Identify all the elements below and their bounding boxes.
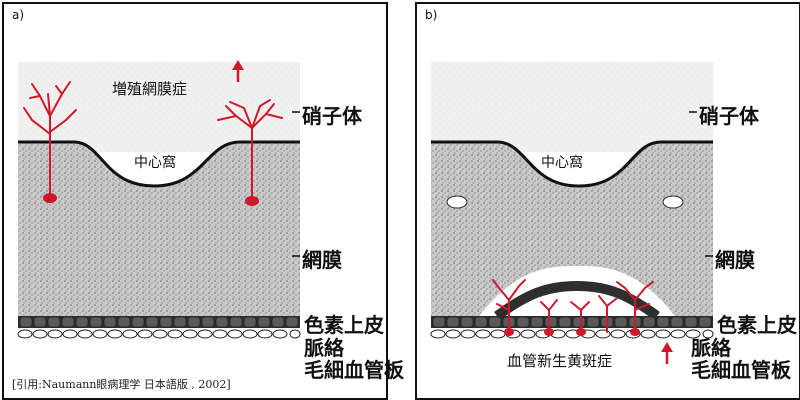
vitreous-region [18, 62, 300, 152]
choroid-layer [431, 330, 713, 338]
up-arrow-icon [661, 342, 673, 364]
rpe-layer [431, 316, 713, 328]
fovea-label: 中心窩 [541, 152, 583, 172]
choroid-layer [18, 330, 300, 338]
vitreous-label: 硝子体 [699, 100, 759, 129]
retina-label: 網膜 [302, 244, 342, 273]
fovea-label: 中心窩 [134, 152, 176, 172]
rpe-label: 色素上皮 [717, 309, 797, 338]
rpe-label: 色素上皮 [304, 309, 384, 338]
choroid-label: 脈絡 毛細血管板 [304, 337, 404, 381]
citation: [引用:Naumann眼病理学 日本語版 , 2002] [12, 376, 231, 392]
rpe-layer [18, 316, 300, 328]
panel-b: b) [415, 2, 800, 400]
panel-a: a) [2, 2, 388, 400]
cyst-left [447, 196, 467, 208]
disease-label: 血管新生黄斑症 [507, 350, 612, 371]
cyst-right [663, 196, 683, 208]
choroid-label: 脈絡 毛細血管板 [691, 337, 791, 381]
vitreous-region [431, 62, 713, 152]
retina-label: 網膜 [715, 244, 755, 273]
vitreous-label: 硝子体 [302, 100, 362, 129]
disease-label: 増殖網膜症 [112, 78, 187, 99]
